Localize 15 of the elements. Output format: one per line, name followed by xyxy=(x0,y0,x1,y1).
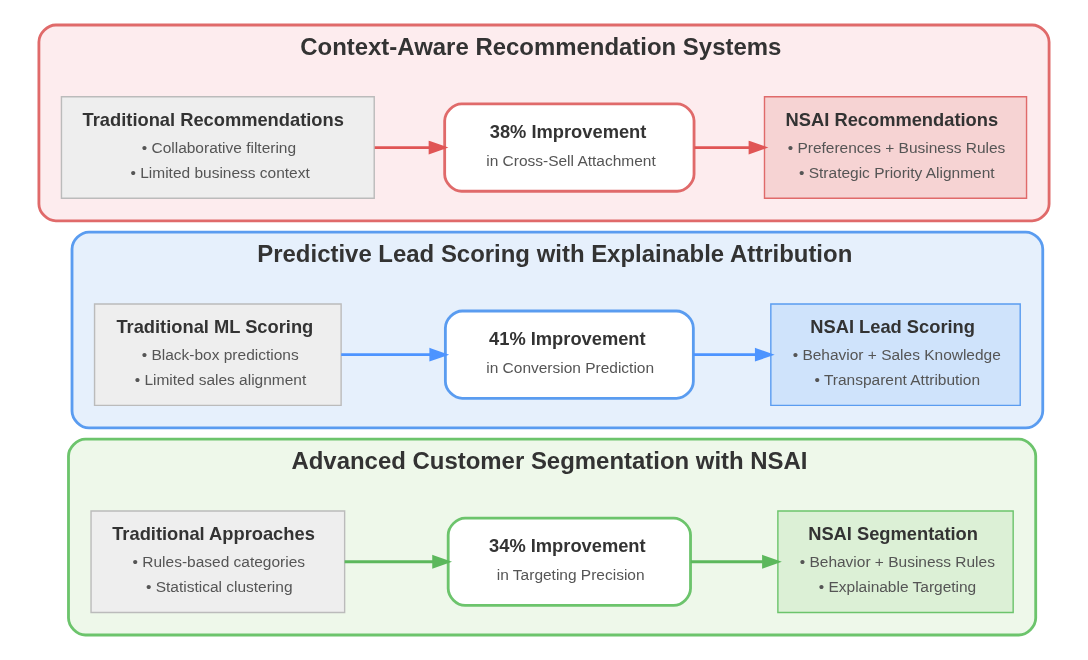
arrow xyxy=(341,347,450,362)
arrow xyxy=(374,140,449,155)
node-box: 34% Improvement in Targeting Precision xyxy=(446,516,692,607)
node-box: Traditional Approaches • Rules-based categories • Statistical clustering xyxy=(90,510,346,614)
arrow xyxy=(693,347,775,362)
arrow xyxy=(690,554,782,569)
node-box: Traditional ML Scoring • Black-box predictions • Limited sales alignment xyxy=(93,303,342,407)
node-box: NSAI Segmentation • Behavior + Business Rules • Explainable Targeting xyxy=(777,510,1014,614)
node-box: 38% Improvement in Cross-Sell Attachment xyxy=(443,102,696,193)
node-box: NSAI Lead Scoring • Behavior + Sales Knowledge • Transparent Attribution xyxy=(770,303,1021,407)
node-box: 41% Improvement in Conversion Prediction xyxy=(443,309,695,400)
arrow xyxy=(344,554,452,569)
node-box: NSAI Recommendations • Preferences + Business Rules • Strategic Priority Alignment xyxy=(763,96,1028,199)
arrow xyxy=(694,140,769,155)
node-box: Traditional Recommendations • Collaborative filtering • Limited business context xyxy=(60,96,375,199)
